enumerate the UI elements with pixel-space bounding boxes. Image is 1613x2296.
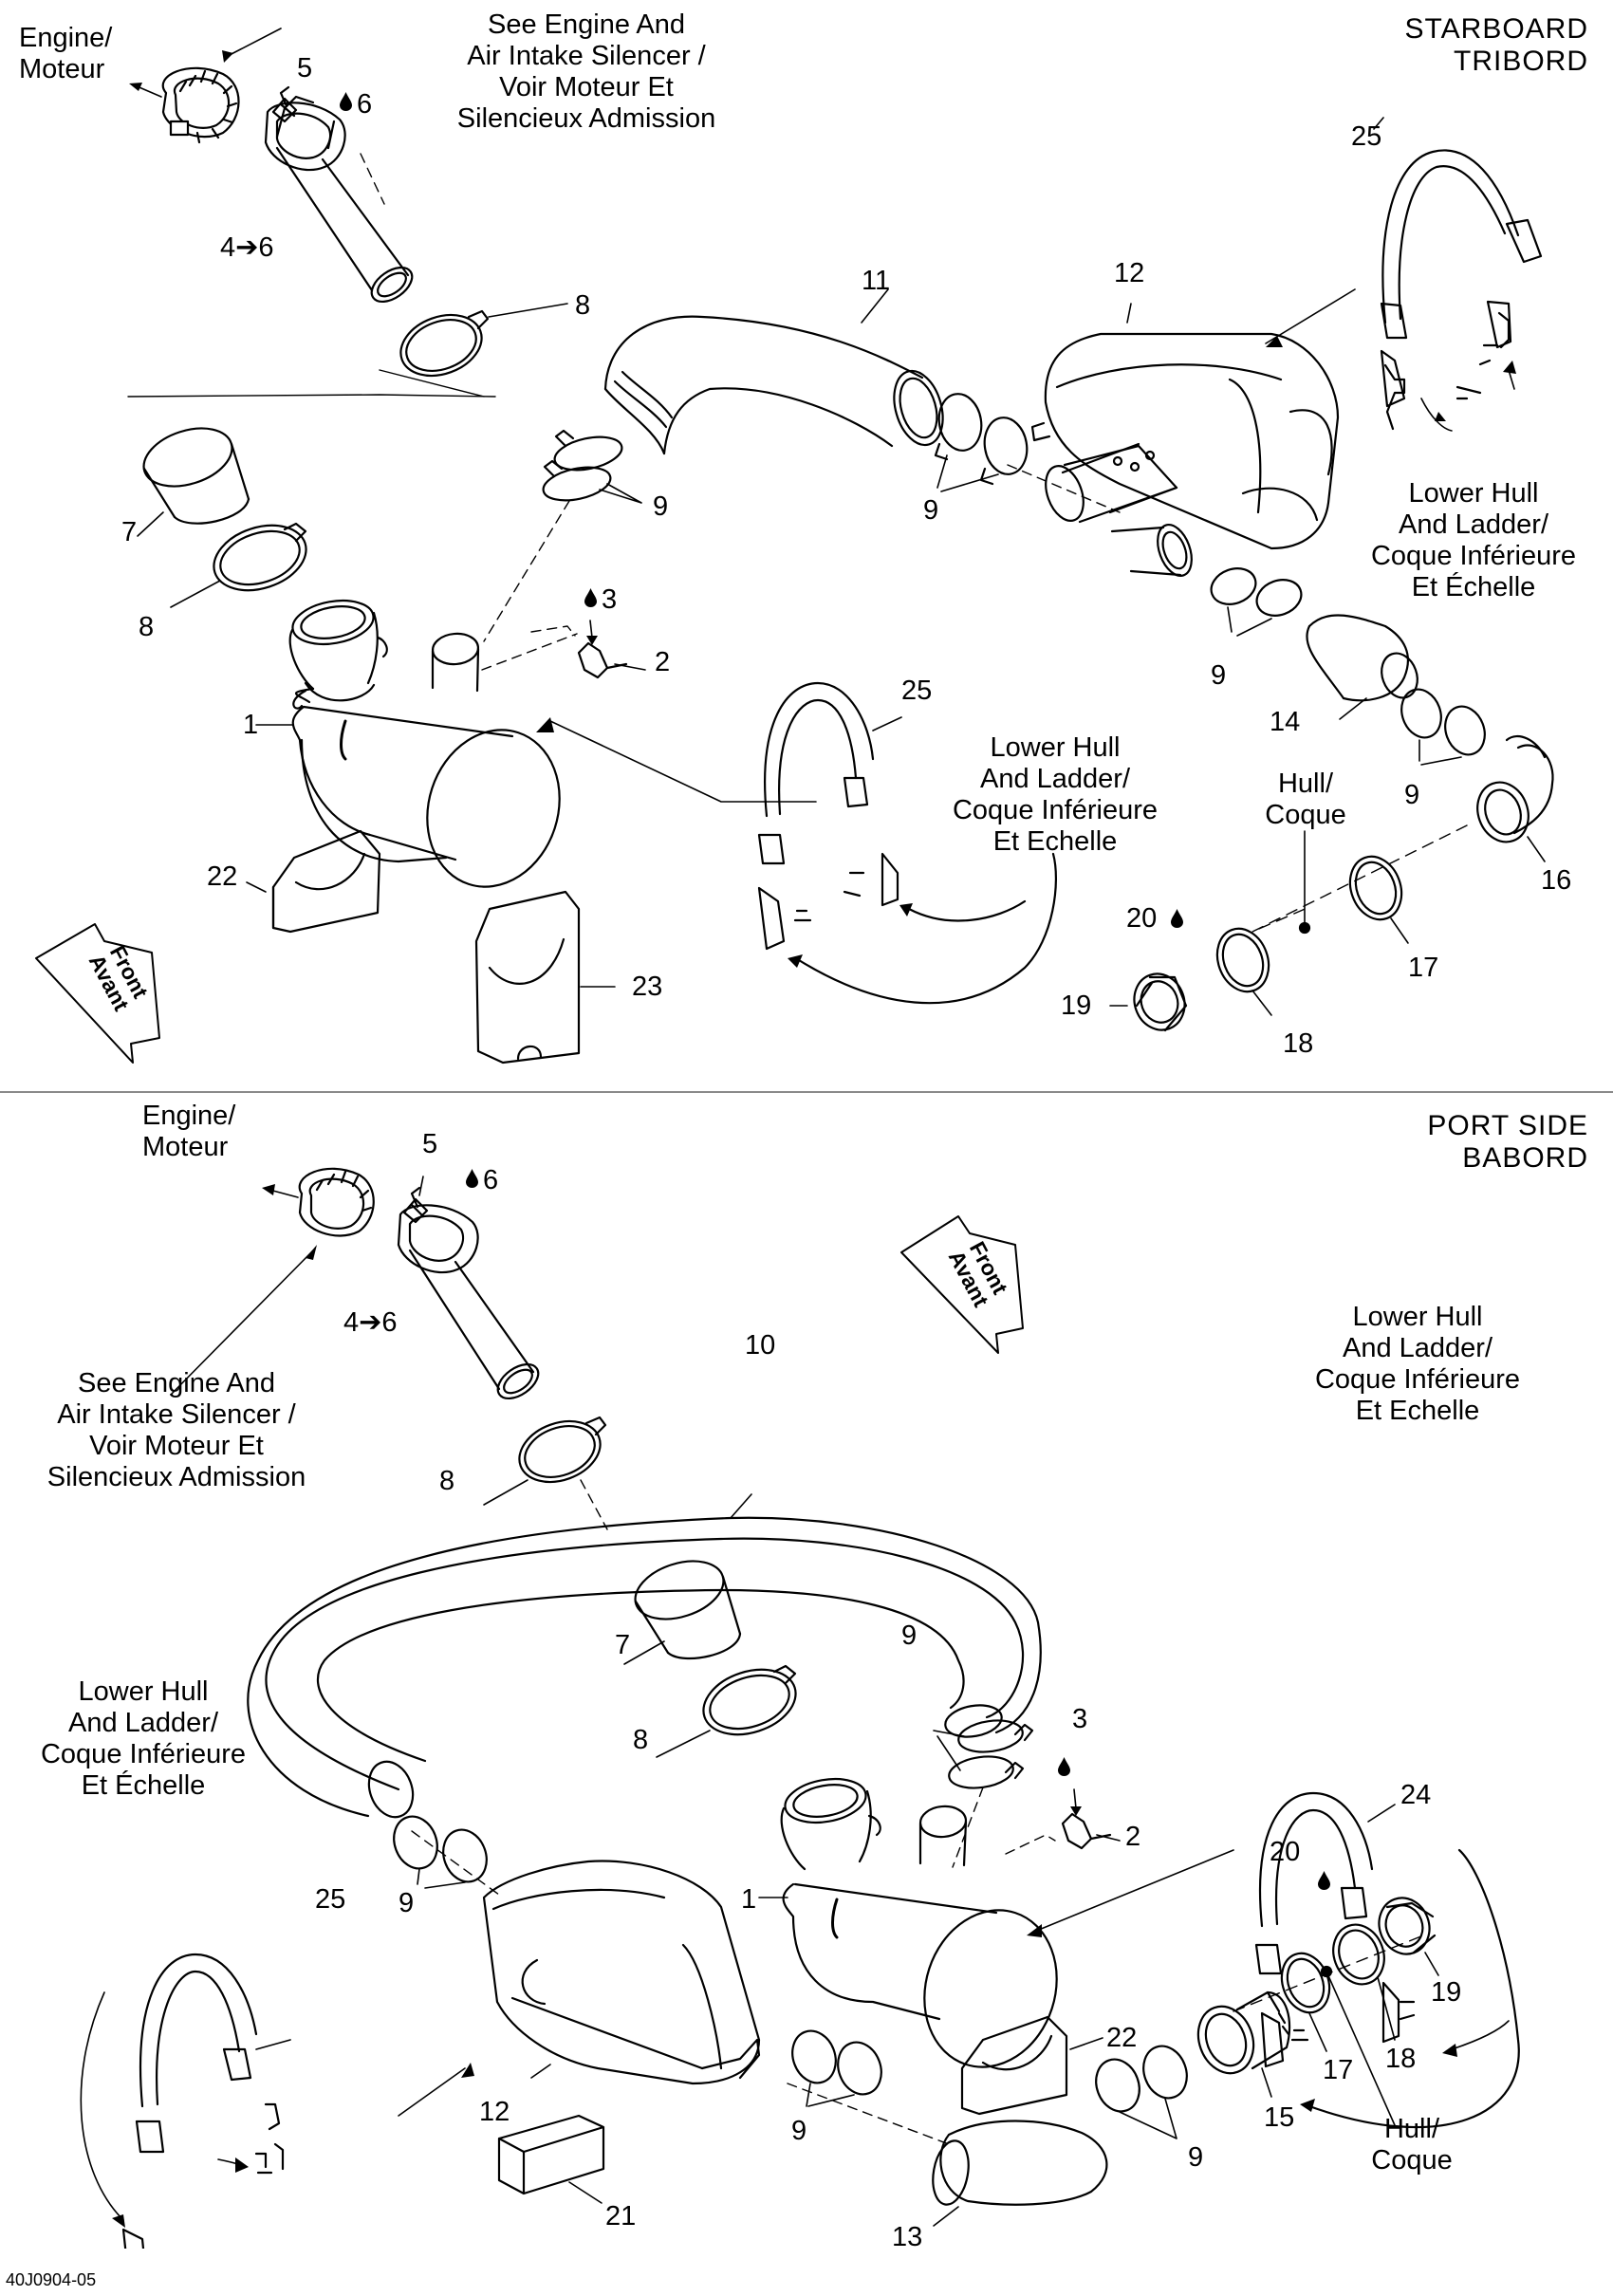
callout-12: 12 xyxy=(1114,258,1145,288)
callout-20: 20 xyxy=(1126,903,1158,934)
callout-8: 8 xyxy=(633,1725,649,1755)
engine-note: Engine/Moteur xyxy=(142,1101,236,1162)
callout-8: 8 xyxy=(139,612,155,642)
callout-19: 19 xyxy=(1061,991,1092,1021)
hull-note: Hull/Coque xyxy=(1371,2114,1453,2176)
muffler-1-drawing xyxy=(288,599,561,888)
callout-15: 15 xyxy=(1264,2102,1295,2133)
callout-18: 18 xyxy=(1283,1028,1314,1059)
loctite-drop-icon xyxy=(1318,1871,1330,1890)
muffler-12-drawing xyxy=(1030,332,1340,577)
callout-9: 9 xyxy=(923,495,939,526)
pipe-10-drawing xyxy=(247,1516,1042,1819)
callout-1: 1 xyxy=(741,1884,757,1915)
callout-14: 14 xyxy=(1270,707,1301,737)
callout-22: 22 xyxy=(1106,2023,1138,2053)
callout-4-6: 4➔6 xyxy=(220,232,274,263)
callout-8: 8 xyxy=(575,290,591,321)
callout-9: 9 xyxy=(1404,780,1420,810)
callout-13: 13 xyxy=(892,2222,923,2252)
loctite-drop-icon xyxy=(584,588,597,607)
loctite-drop-icon xyxy=(466,1169,478,1188)
hull-note: Hull/Coque xyxy=(1265,768,1346,830)
callout-3: 3 xyxy=(602,584,618,615)
callout-7: 7 xyxy=(121,517,138,547)
loctite-drop-icon xyxy=(340,92,352,111)
callout-1: 1 xyxy=(243,710,259,740)
callout-5: 5 xyxy=(422,1129,438,1159)
callout-7: 7 xyxy=(615,1630,631,1660)
callout-11: 11 xyxy=(862,266,891,296)
callout-18: 18 xyxy=(1385,2044,1417,2074)
callout-6: 6 xyxy=(483,1165,499,1195)
callout-24: 24 xyxy=(1400,1780,1432,1810)
loctite-drop-icon xyxy=(1058,1757,1070,1776)
callout-9: 9 xyxy=(1211,660,1227,691)
callout-16: 16 xyxy=(1541,865,1572,896)
callout-25: 25 xyxy=(315,1884,346,1915)
callout-8: 8 xyxy=(439,1466,455,1496)
port-side-title: PORT SIDE BABORD xyxy=(1427,1110,1588,1174)
starboard-exploded-view xyxy=(35,28,1554,1065)
figure-code: 40J0904-05 xyxy=(6,2270,97,2289)
callout-10: 10 xyxy=(745,1330,776,1361)
callout-9: 9 xyxy=(1188,2142,1204,2173)
engine-note: Engine/Moteur xyxy=(19,23,113,84)
callout-6: 6 xyxy=(357,89,373,120)
pipe-11-drawing xyxy=(603,315,944,455)
callout-2: 2 xyxy=(1125,1822,1141,1852)
callout-17: 17 xyxy=(1323,2055,1354,2085)
callout-17: 17 xyxy=(1408,953,1439,983)
strap-25-drawing xyxy=(1380,149,1543,408)
manifold-outlet-drawing xyxy=(264,95,414,304)
callout-9: 9 xyxy=(791,2116,807,2146)
callout-9: 9 xyxy=(399,1888,415,1918)
sleeve-7-drawing xyxy=(142,427,250,525)
port-exploded-view xyxy=(80,1167,1520,2249)
callout-23: 23 xyxy=(632,972,663,1002)
starboard-title: STARBOARD TRIBORD xyxy=(1404,13,1588,77)
callout-4-6: 4➔6 xyxy=(343,1307,398,1338)
callout-9: 9 xyxy=(901,1620,918,1651)
callout-9: 9 xyxy=(653,491,669,522)
callout-12: 12 xyxy=(479,2097,510,2127)
callout-22: 22 xyxy=(207,861,238,892)
callout-25: 25 xyxy=(1351,121,1382,152)
engine-clamp-drawing xyxy=(161,66,240,144)
callout-19: 19 xyxy=(1431,1977,1462,2008)
callout-3: 3 xyxy=(1072,1704,1088,1734)
callout-5: 5 xyxy=(297,53,313,83)
callout-20: 20 xyxy=(1270,1837,1301,1867)
loctite-drop-icon xyxy=(1171,909,1183,928)
callout-2: 2 xyxy=(655,647,671,677)
callout-25: 25 xyxy=(901,676,933,706)
callout-21: 21 xyxy=(605,2201,637,2231)
